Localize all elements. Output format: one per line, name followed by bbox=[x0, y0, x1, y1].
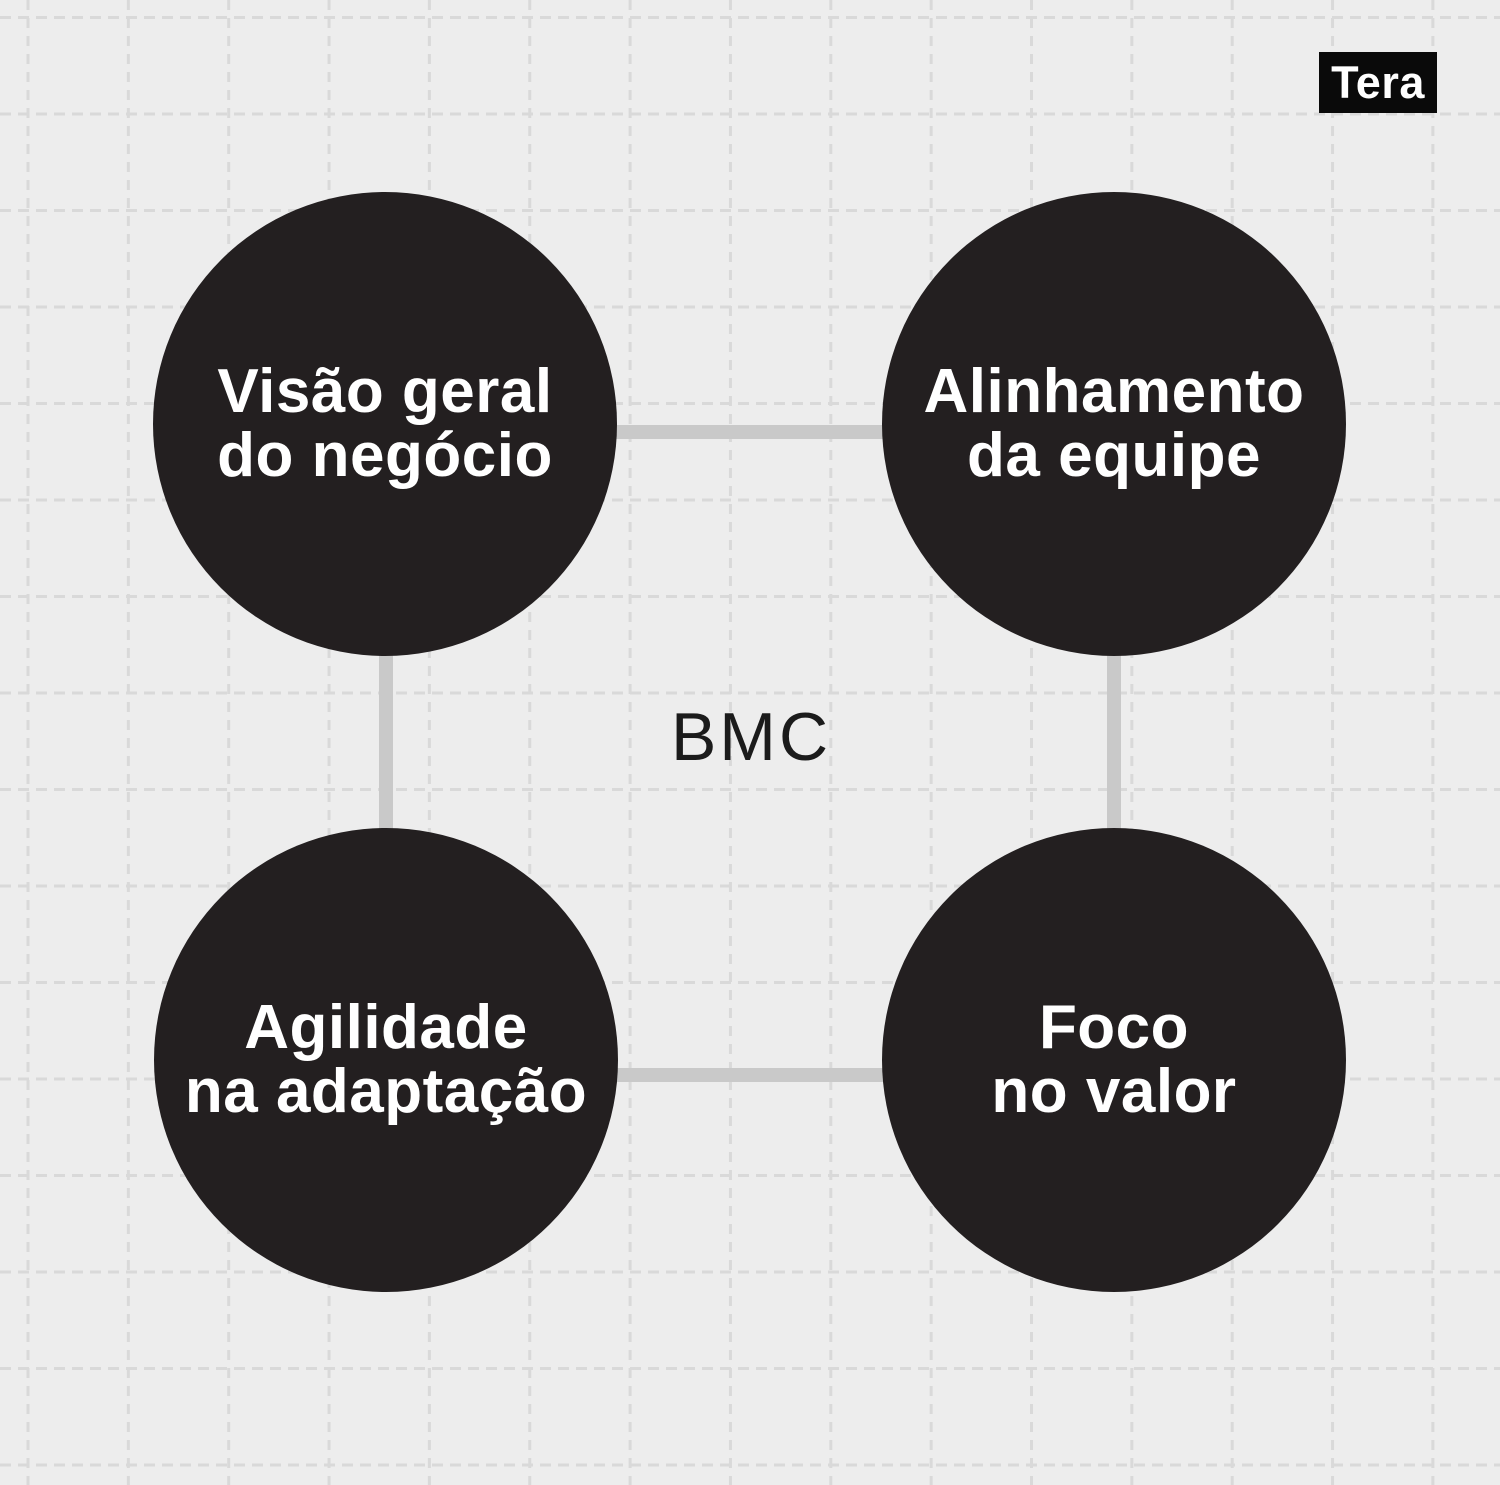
node-agilidade-na-adaptacao: Agilidade na adaptação bbox=[154, 828, 618, 1292]
node-label-line-2: da equipe bbox=[967, 421, 1261, 490]
node-label-line-1: Foco bbox=[1038, 993, 1190, 1062]
node-visao-geral-do-negocio: Visão geral do negócio bbox=[153, 192, 617, 656]
node-label: Agilidade na adaptação bbox=[185, 996, 587, 1124]
node-label-line-2: do negócio bbox=[217, 421, 553, 490]
node-label: Alinhamento da equipe bbox=[924, 360, 1305, 488]
node-label-line-2: no valor bbox=[991, 1057, 1237, 1126]
node-label-line-1: Alinhamento bbox=[923, 357, 1305, 426]
node-alinhamento-da-equipe: Alinhamento da equipe bbox=[882, 192, 1346, 656]
node-label: Visão geral do negócio bbox=[217, 360, 553, 488]
tera-logo: Tera bbox=[1319, 52, 1437, 113]
node-label-line-2: na adaptação bbox=[184, 1057, 588, 1126]
tera-logo-text: Tera bbox=[1331, 57, 1425, 108]
node-foco-no-valor: Foco no valor bbox=[882, 828, 1346, 1292]
center-label: BMC bbox=[670, 699, 832, 775]
node-label-line-1: Visão geral bbox=[217, 357, 553, 426]
node-label-line-1: Agilidade bbox=[244, 993, 528, 1062]
node-label: Foco no valor bbox=[991, 996, 1236, 1124]
